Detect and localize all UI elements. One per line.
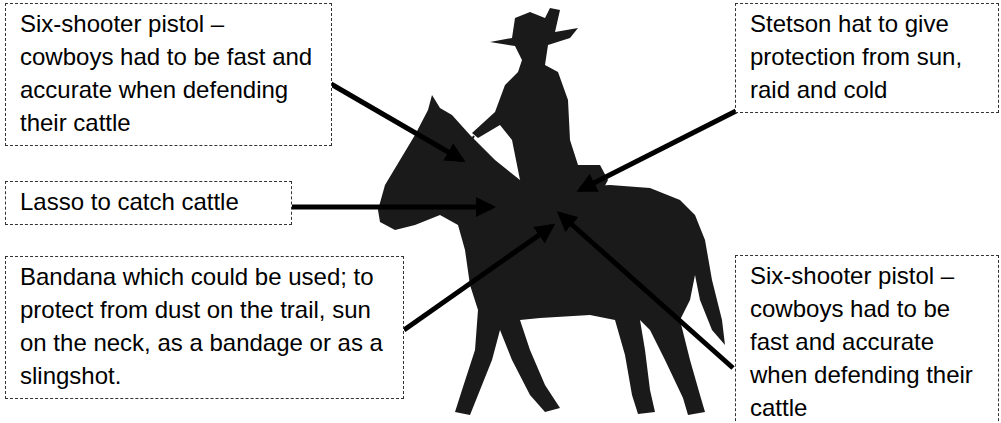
leader-arrow (404, 226, 552, 330)
callout-text: Lasso to catch cattle (20, 185, 281, 218)
callout-text: Six-shooter pistol – cowboys had to be f… (20, 7, 321, 139)
callout-box: Stetson hat to give protection from sun,… (735, 3, 999, 113)
leader-arrow (560, 214, 733, 368)
callout-box: Six-shooter pistol – cowboys had to be f… (5, 3, 332, 146)
leader-arrow (580, 110, 738, 190)
callout-text: Stetson hat to give protection from sun,… (750, 7, 988, 106)
callout-box: Bandana which could be used; to protect … (5, 256, 404, 399)
callout-box: Lasso to catch cattle (5, 181, 292, 225)
rider-silhouette (472, 8, 608, 262)
callout-text: Bandana which could be used; to protect … (20, 260, 393, 392)
leader-arrow (291, 205, 492, 210)
leader-arrow (331, 84, 462, 160)
rein-line (440, 136, 474, 188)
callout-box: Six-shooter pistol – cowboys had to be f… (735, 255, 999, 423)
callout-text: Six-shooter pistol – cowboys had to be f… (750, 259, 988, 423)
